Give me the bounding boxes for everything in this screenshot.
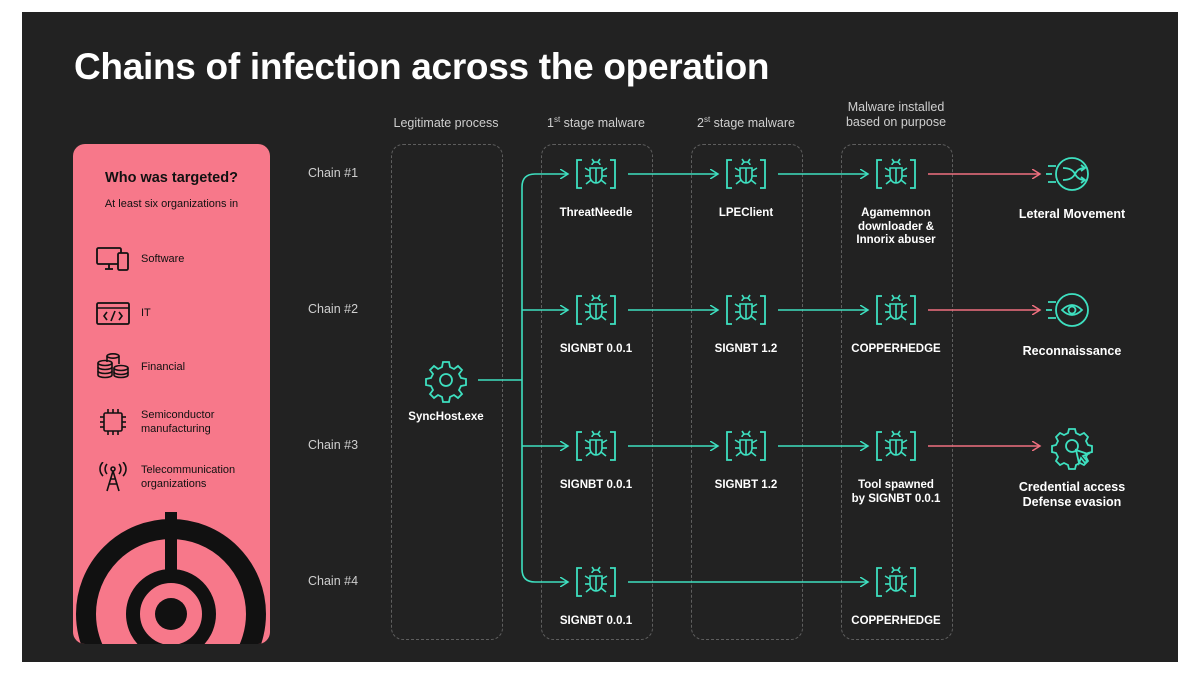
- panel-subtitle: At least six organizations in: [104, 198, 239, 210]
- chain3-stage1-label: SIGNBT 0.0.1: [559, 479, 633, 491]
- column-header-legitimate: Legitimate process: [393, 116, 499, 130]
- chain4-final-label: COPPERHEDGE: [851, 615, 941, 627]
- code-window-icon: [96, 302, 130, 325]
- column-legitimate-process: [391, 144, 503, 640]
- chain1-stage1-label: ThreatNeedle: [559, 207, 633, 219]
- sector-label: Software: [141, 253, 185, 265]
- chain2-stage2-label: SIGNBT 1.2: [714, 343, 778, 355]
- column-stage1-malware: [541, 144, 653, 640]
- gear-cursor-icon: [1051, 428, 1093, 470]
- chain4-stage1-label: SIGNBT 0.0.1: [559, 615, 633, 627]
- malware-bug-icon: [876, 430, 916, 461]
- column-header-stage1: 1st stage malware: [547, 114, 645, 130]
- sector-label: Telecommunication organizations: [141, 464, 236, 490]
- sector-label: Financial: [141, 361, 186, 373]
- chain-label-2: Chain #2: [308, 302, 359, 316]
- malware-bug-icon: [726, 430, 766, 461]
- column-purpose-malware: [841, 144, 953, 640]
- malware-bug-icon: [876, 158, 916, 189]
- malware-bug-icon: [726, 158, 766, 189]
- panel-title: Who was targeted?: [105, 170, 238, 186]
- microchip-icon: [100, 409, 126, 435]
- malware-bug-icon: [576, 566, 616, 597]
- source-process-label: SyncHost.exe: [408, 411, 484, 423]
- chain1-stage2-label: LPEClient: [718, 207, 774, 219]
- sector-label: IT: [141, 307, 151, 319]
- column-header-stage2: 2st stage malware: [697, 114, 795, 130]
- malware-bug-icon: [576, 294, 616, 325]
- malware-bug-icon: [726, 294, 766, 325]
- eye-reconnaissance-icon: [1046, 293, 1089, 327]
- lateral-movement-icon: [1046, 157, 1089, 191]
- gear-icon: [425, 361, 467, 403]
- malware-bug-icon: [576, 430, 616, 461]
- sector-telecom: Telecommunication organizations: [95, 460, 261, 494]
- sector-semiconductor: Semiconductor manufacturing: [95, 405, 261, 439]
- page-title: Chains of infection across the operation: [74, 46, 770, 87]
- chain-label-1: Chain #1: [308, 166, 359, 180]
- outcome-lateral-movement: Leteral Movement: [1018, 207, 1126, 221]
- malware-bug-icon: [876, 294, 916, 325]
- sector-software: Software: [95, 242, 261, 276]
- diagram-canvas: Chains of infection across the operation…: [22, 12, 1178, 662]
- computer-devices-icon: [96, 247, 129, 271]
- malware-bug-icon: [576, 158, 616, 189]
- outcome-reconnaissance: Reconnaissance: [1022, 344, 1122, 358]
- column-stage2-malware: [691, 144, 803, 640]
- targeted-panel: Who was targeted? At least six organizat…: [73, 144, 270, 644]
- chain2-final-label: COPPERHEDGE: [851, 343, 941, 355]
- chain3-stage2-label: SIGNBT 1.2: [714, 479, 778, 491]
- chain-label-3: Chain #3: [308, 438, 359, 452]
- sector-label: Semiconductor manufacturing: [141, 409, 215, 435]
- sector-financial: Financial: [95, 350, 261, 384]
- flow-connectors: [425, 157, 1093, 597]
- radio-tower-icon: [99, 462, 127, 492]
- coin-stacks-icon: [97, 352, 129, 379]
- target-crosshair-illustration: [76, 512, 266, 644]
- sector-it: IT: [95, 296, 261, 330]
- chain2-stage1-label: SIGNBT 0.0.1: [559, 343, 633, 355]
- chain-label-4: Chain #4: [308, 574, 359, 588]
- malware-bug-icon: [876, 566, 916, 597]
